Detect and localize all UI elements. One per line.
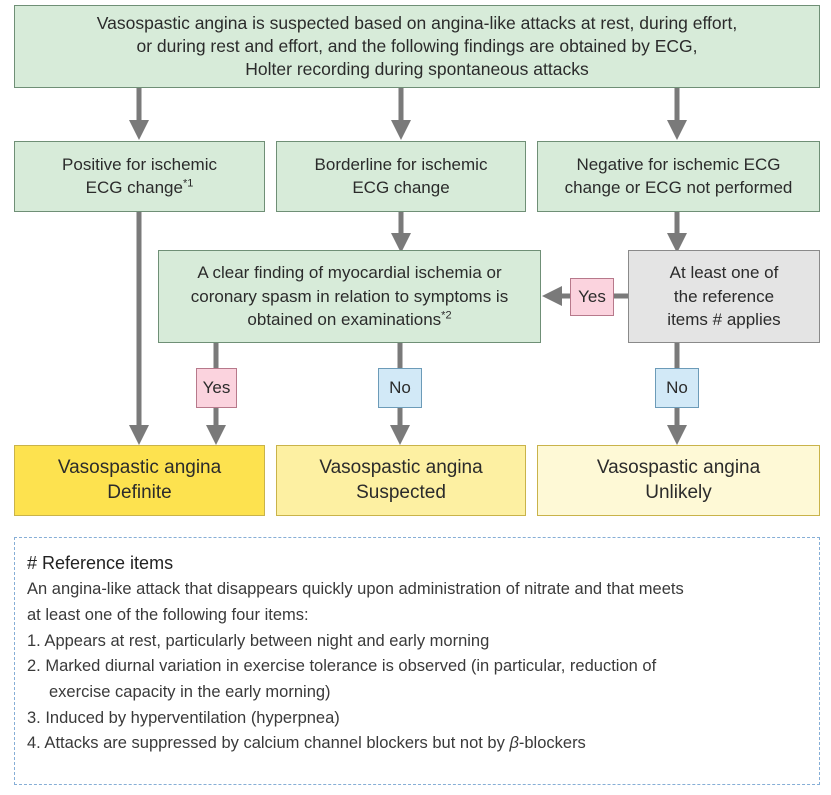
reference-item-4-suffix: -blockers bbox=[518, 734, 586, 753]
borderline-ischemic-box: Borderline for ischemic ECG change bbox=[276, 141, 526, 212]
negative-line-1: Negative for ischemic ECG bbox=[576, 155, 781, 175]
no-tag-clear-finding-label: No bbox=[389, 378, 411, 397]
borderline-line-2: ECG change bbox=[352, 177, 450, 197]
reference-check-box: At least one of the reference items # ap… bbox=[628, 250, 820, 343]
positive-line-2-wrap: ECG change*1 bbox=[86, 177, 194, 199]
positive-ischemic-box: Positive for ischemic ECG change*1 bbox=[14, 141, 265, 212]
initial-suspicion-box: Vasospastic angina is suspected based on… bbox=[14, 5, 820, 88]
reference-item-4: 4. Attacks are suppressed by calcium cha… bbox=[27, 731, 807, 757]
outcome-suspected-line-1: Vasospastic angina bbox=[319, 457, 483, 479]
clear-finding-box: A clear finding of myocardial ischemia o… bbox=[158, 250, 541, 343]
reference-intro-line-1: An angina-like attack that disappears qu… bbox=[27, 580, 684, 599]
outcome-suspected-box: Vasospastic angina Suspected bbox=[276, 445, 526, 516]
positive-line-2: ECG change bbox=[85, 177, 183, 197]
clear-finding-line-1: A clear finding of myocardial ischemia o… bbox=[197, 262, 502, 282]
reference-check-line-3: items # applies bbox=[667, 310, 781, 330]
initial-suspicion-line-2: or during rest and effort, and the follo… bbox=[136, 36, 698, 57]
clear-finding-line-2: coronary spasm in relation to symptoms i… bbox=[190, 286, 509, 306]
outcome-suspected-line-2: Suspected bbox=[356, 481, 446, 503]
outcome-unlikely-line-2: Unlikely bbox=[645, 481, 712, 503]
outcome-definite-box: Vasospastic angina Definite bbox=[14, 445, 265, 516]
yes-tag-reference: Yes bbox=[570, 278, 614, 316]
footnote-2-marker: *2 bbox=[441, 309, 452, 322]
outcome-unlikely-box: Vasospastic angina Unlikely bbox=[537, 445, 820, 516]
initial-suspicion-line-1: Vasospastic angina is suspected based on… bbox=[96, 13, 738, 34]
yes-tag-reference-label: Yes bbox=[578, 287, 606, 306]
reference-items-panel: # Reference items An angina-like attack … bbox=[14, 537, 820, 785]
no-tag-reference-label: No bbox=[666, 378, 688, 397]
clear-finding-line-3: obtained on examinations bbox=[247, 310, 442, 330]
beta-symbol: β bbox=[509, 734, 519, 753]
reference-item-1: 1. Appears at rest, particularly between… bbox=[27, 631, 490, 650]
reference-check-line-2: the reference bbox=[673, 286, 775, 306]
reference-item-2-line-1: 2. Marked diurnal variation in exercise … bbox=[27, 657, 657, 676]
reference-items-title: # Reference items bbox=[27, 553, 174, 573]
reference-item-4-prefix: 4. Attacks are suppressed by calcium cha… bbox=[27, 734, 510, 753]
footnote-1-marker: *1 bbox=[182, 176, 194, 189]
negative-ischemic-box: Negative for ischemic ECG change or ECG … bbox=[537, 141, 820, 212]
no-tag-reference: No bbox=[655, 368, 699, 408]
initial-suspicion-line-3: Holter recording during spontaneous atta… bbox=[245, 58, 589, 79]
positive-line-1: Positive for ischemic bbox=[62, 155, 217, 175]
clear-finding-line-3-wrap: obtained on examinations*2 bbox=[247, 308, 451, 332]
outcome-unlikely-line-1: Vasospastic angina bbox=[596, 457, 761, 479]
reference-item-2-line-2: exercise capacity in the early morning) bbox=[49, 683, 331, 702]
reference-item-3: 3. Induced by hyperventilation (hyperpne… bbox=[27, 708, 340, 727]
outcome-definite-line-1: Vasospastic angina bbox=[57, 457, 222, 479]
no-tag-clear-finding: No bbox=[378, 368, 422, 408]
outcome-definite-line-2: Definite bbox=[107, 481, 172, 503]
negative-line-2: change or ECG not performed bbox=[564, 177, 793, 197]
yes-tag-clear-finding: Yes bbox=[196, 368, 237, 408]
reference-intro-line-2: at least one of the following four items… bbox=[27, 605, 309, 624]
borderline-line-1: Borderline for ischemic bbox=[314, 155, 488, 175]
yes-tag-clear-finding-label: Yes bbox=[202, 378, 231, 397]
reference-check-line-1: At least one of bbox=[669, 262, 779, 282]
